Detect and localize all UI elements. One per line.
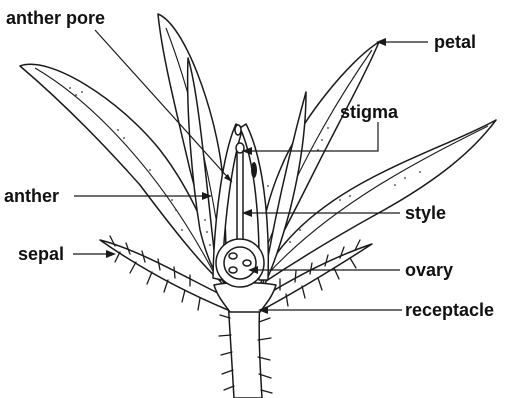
label-style: style [405, 203, 446, 223]
style-column [237, 150, 243, 240]
anther-pore-left [235, 125, 241, 135]
label-anther: anther [4, 186, 59, 206]
stigma-tip [236, 143, 244, 153]
label-sepal: sepal [18, 244, 64, 264]
leader-petal [376, 38, 428, 46]
label-petal: petal [434, 32, 476, 52]
label-receptacle: receptacle [405, 300, 494, 320]
label-stigma: stigma [340, 102, 399, 122]
leader-sepal [73, 250, 116, 258]
label-anther-pore: anther pore [6, 8, 105, 28]
anther-pore-right [251, 162, 257, 178]
leader-receptacle [258, 306, 402, 314]
label-ovary: ovary [405, 260, 453, 280]
stem [228, 300, 262, 398]
